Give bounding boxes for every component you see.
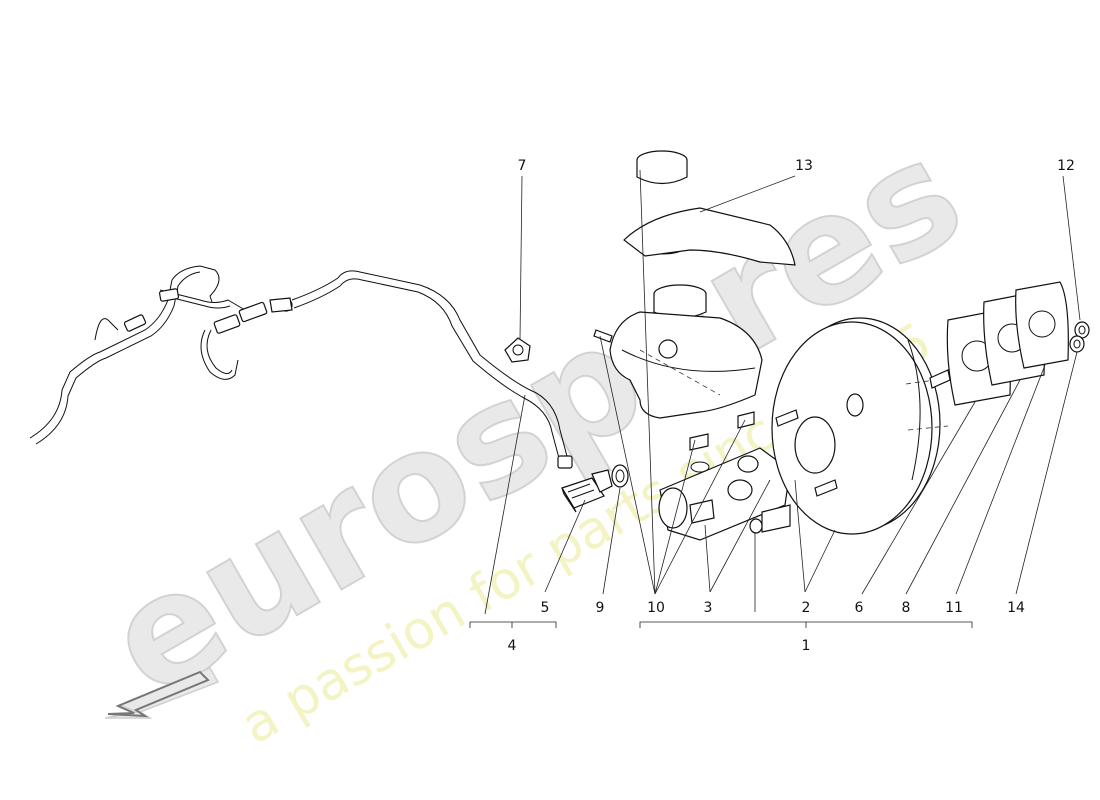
callout-9: 9: [596, 600, 605, 616]
booster-gaskets: [946, 281, 1069, 406]
seal-ring-part-9: [611, 464, 629, 488]
master-cylinder-part-3: [658, 447, 791, 541]
callout-13: 13: [795, 158, 813, 174]
callout-6: 6: [855, 600, 864, 616]
callout-11: 11: [945, 600, 963, 616]
reservoir-bracket-part-13: [623, 207, 796, 266]
callout-labels: 1 2 3 4 5 6 7 8 9 10 11 12 13 14: [508, 158, 1075, 654]
callout-7: 7: [518, 158, 527, 174]
callout-8: 8: [902, 600, 911, 616]
callout-10: 10: [647, 600, 665, 616]
vacuum-sensor-part-5: [561, 469, 613, 513]
watermark-arrow: [104, 667, 220, 719]
callout-5: 5: [541, 600, 550, 616]
callout-12: 12: [1057, 158, 1075, 174]
brake-pipe-assembly: [29, 265, 573, 469]
hose-clip-part-7: [504, 337, 531, 363]
nut-part-14: [1069, 335, 1085, 353]
callout-4: 4: [508, 638, 517, 654]
callout-1: 1: [802, 638, 811, 654]
brake-booster-part-1: [771, 317, 951, 535]
callout-2: 2: [802, 600, 811, 616]
callout-3: 3: [704, 600, 713, 616]
callout-14: 14: [1007, 600, 1025, 616]
leader-lines: [469, 169, 1081, 628]
gasket-part-11: [1015, 281, 1069, 369]
